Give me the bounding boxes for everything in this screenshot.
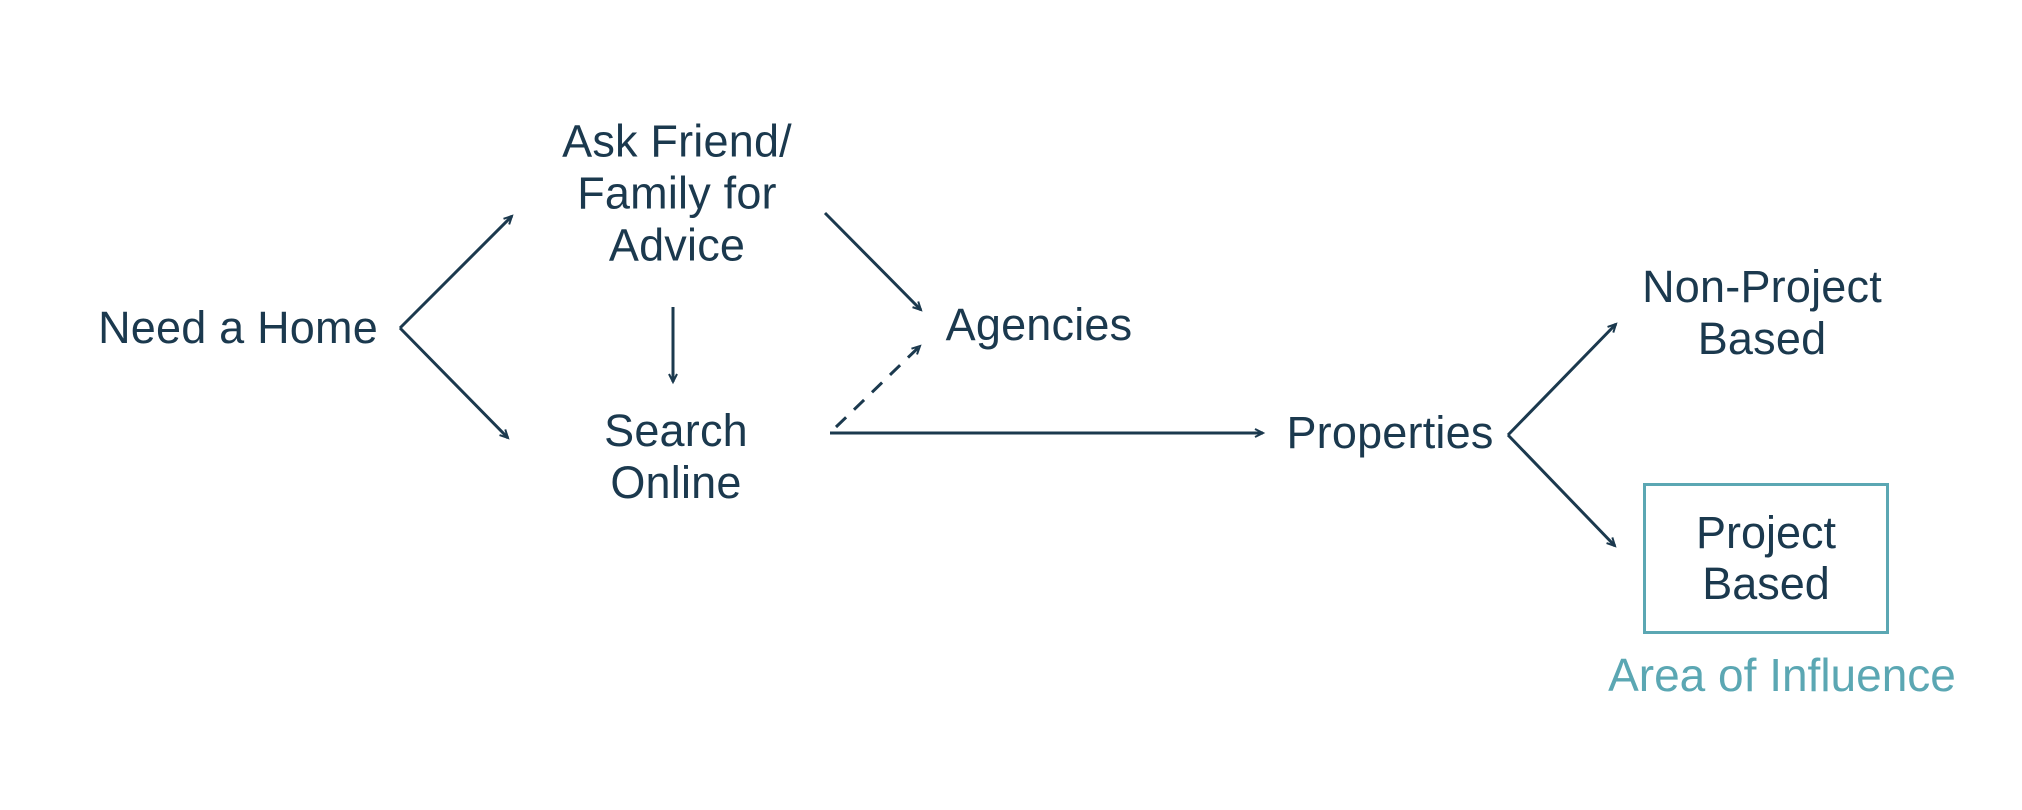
edge-properties-to-project-based (1506, 433, 1617, 548)
node-properties: Properties (1286, 406, 1494, 458)
node-non-project-based: Non-Project Based (1642, 260, 1882, 364)
area-of-influence-label: Area of Influence (1608, 649, 1956, 701)
edge-need-home-to-ask-friend (398, 214, 514, 330)
edge-ask-friend-to-agencies (823, 211, 923, 312)
node-need-a-home: Need a Home (98, 301, 378, 353)
edge-properties-to-non-project (1506, 322, 1618, 437)
edge-need-home-to-search-online (398, 326, 510, 440)
edge-search-online-to-agencies (834, 344, 922, 429)
node-project-based: Project Based (1695, 506, 1837, 609)
node-search-online: Search Online (604, 404, 748, 508)
node-ask-friend-family: Ask Friend/ Family for Advice (562, 115, 792, 272)
node-agencies: Agencies (945, 298, 1133, 350)
project-based-highlight-box: Project Based (1643, 483, 1889, 634)
